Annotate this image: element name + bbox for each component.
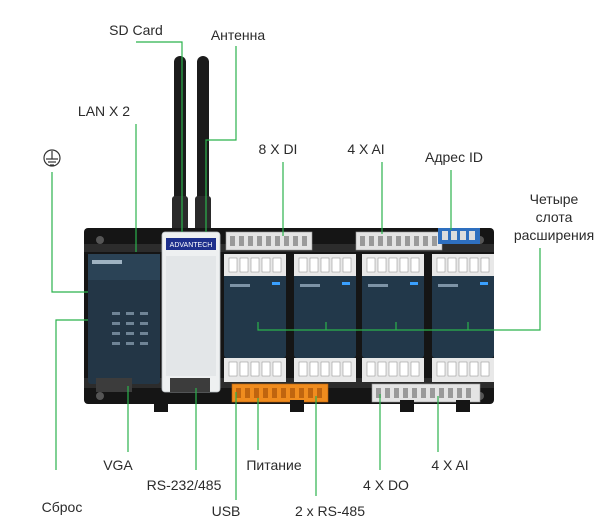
ground-icon [43,149,61,167]
label-sd-card: SD Card [109,22,163,38]
leader-sd-card [136,41,183,232]
bottom-terminal-pins [236,388,471,398]
leader-expansion [257,248,541,331]
label-rs485: 2 x RS-485 [295,503,365,519]
label-ai-bottom: 4 X AI [431,457,468,473]
label-power: Питание [246,457,301,473]
label-reset: Сброс [42,499,83,515]
label-di: 8 X DI [259,141,298,157]
expansion-module [224,254,286,382]
expansion-module [432,254,494,382]
label-ai-top: 4 X AI [347,141,384,157]
device-illustration: ADVANTECH [84,56,494,412]
leader-lines [51,41,541,500]
label-address-id: Адрес ID [425,149,483,165]
label-usb: USB [212,503,241,519]
expansion-module [362,254,424,382]
comm-module: ADVANTECH [161,231,221,393]
cpu-module [88,254,160,384]
label-expansion-line3: расширения [514,227,594,243]
labels: SD Card Антенна LAN X 2 8 X DI 4 X AI Ад… [42,22,595,519]
label-do: 4 X DO [363,477,409,493]
brand-logo: ADVANTECH [170,242,213,249]
leader-ground [51,172,88,293]
label-vga: VGA [103,457,133,473]
top-terminal-strip [225,228,480,251]
expansion-modules [224,254,494,382]
label-lan: LAN X 2 [78,103,130,119]
expansion-module [294,254,356,382]
leader-antenna [205,46,237,232]
top-terminal-pins [230,236,437,246]
label-expansion-line1: Четыре [530,191,579,207]
label-antenna: Антенна [211,27,266,43]
antenna-pair [172,56,211,236]
label-expansion-line2: слота [536,209,573,225]
label-rs232-485: RS-232/485 [147,477,222,493]
leader-reset [55,319,88,470]
